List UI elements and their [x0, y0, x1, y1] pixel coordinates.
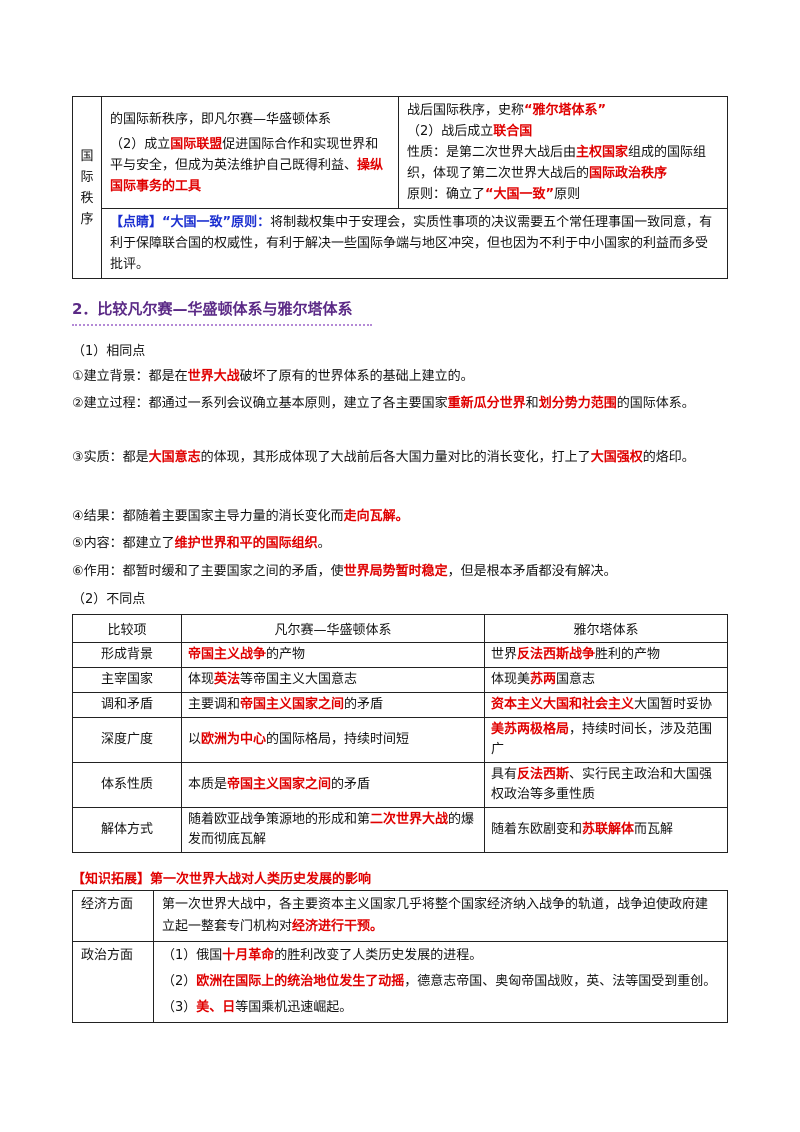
table-row: 政治方面 （1）俄国十月革命的胜利改变了人类历史发展的进程。 （2）欧洲在国际上… — [72, 941, 728, 1023]
table-row: 深度广度 以欧洲为中心的国际格局，持续时间短 美苏两极格局，持续时间长，涉及范围… — [72, 717, 728, 763]
row-label-international-order: 国 际 秩 序 — [72, 96, 102, 279]
similar-point-1: ①建立背景：都是在世界大战破坏了原有的世界体系的基础上建立的。 — [72, 369, 474, 384]
col-header: 凡尔赛—华盛顿体系 — [181, 614, 485, 643]
similar-point-5: ⑤内容：都建立了维护世界和平的国际组织。 — [72, 536, 331, 551]
table-row: 主宰国家 体现英法等帝国主义大国意志 体现美苏两国意志 — [72, 667, 728, 693]
versailles-order-cell: 的国际新秩序，即凡尔赛—华盛顿体系 （2）成立国际联盟促进国际合作和实现世界和平… — [101, 96, 399, 209]
yalta-order-cell: 战后国际秩序，史称“雅尔塔体系” （2）战后成立联合国 性质：是第二次世界大战后… — [398, 96, 728, 209]
col-header: 比较项 — [72, 614, 182, 643]
table-header-row: 比较项 凡尔赛—华盛顿体系 雅尔塔体系 — [72, 614, 728, 643]
section-title: 2．比较凡尔赛—华盛顿体系与雅尔塔体系 — [72, 300, 353, 318]
comparison-table: 比较项 凡尔赛—华盛顿体系 雅尔塔体系 形成背景 帝国主义战争的产物 世界反法西… — [72, 614, 728, 853]
table-row: 解体方式 随着欧亚战争策源地的形成和第二次世界大战的爆发而彻底瓦解 随着东欧剧变… — [72, 807, 728, 853]
table-row: 形成背景 帝国主义战争的产物 世界反法西斯战争胜利的产物 — [72, 642, 728, 668]
extension-title: 【知识拓展】第一次世界大战对人类历史发展的影响 — [72, 872, 372, 887]
similar-point-2: ②建立过程：都通过一系列会议确立基本原则，建立了各主要国家重新瓜分世界和划分势力… — [72, 396, 695, 411]
league-of-nations-text: （2）成立国际联盟促进国际合作和实现世界和平与安全，但成为英法维护自己既得利益、… — [110, 136, 384, 194]
table-row: 体系性质 本质是帝国主义国家之间的矛盾 具有反法西斯、实行民主政治和大国强权政治… — [72, 762, 728, 808]
key-point-note: 【点睛】“大国一致”原则：将制裁权集中于安理会，实质性事项的决议需要五个常任理事… — [101, 208, 728, 279]
differences-heading: （2）不同点 — [72, 592, 146, 607]
similar-point-3: ③实质：都是大国意志的体现，其形成体现了大战前后各大国力量对比的消长变化，打上了… — [72, 450, 695, 465]
table-row: 调和矛盾 主要调和帝国主义国家之间的矛盾 资本主义大国和社会主义大国暂时妥协 — [72, 692, 728, 718]
col-header: 雅尔塔体系 — [484, 614, 728, 643]
similar-point-6: ⑥作用：都暂时缓和了主要国家之间的矛盾，使世界局势暂时稳定，但是根本矛盾都没有解… — [72, 564, 617, 579]
table-row: 经济方面 第一次世界大战中，各主要资本主义国家几乎将整个国家经济纳入战争的轨道，… — [72, 890, 728, 942]
international-order-table: 国 际 秩 序 的国际新秩序，即凡尔赛—华盛顿体系 （2）成立国际联盟促进国际合… — [72, 96, 728, 279]
impact-table: 经济方面 第一次世界大战中，各主要资本主义国家几乎将整个国家经济纳入战争的轨道，… — [72, 890, 728, 1023]
similar-point-4: ④结果：都随着主要国家主导力量的消长变化而走向瓦解。 — [72, 509, 409, 524]
title-underline — [72, 318, 372, 326]
similar-heading: （1）相同点 — [72, 344, 146, 359]
